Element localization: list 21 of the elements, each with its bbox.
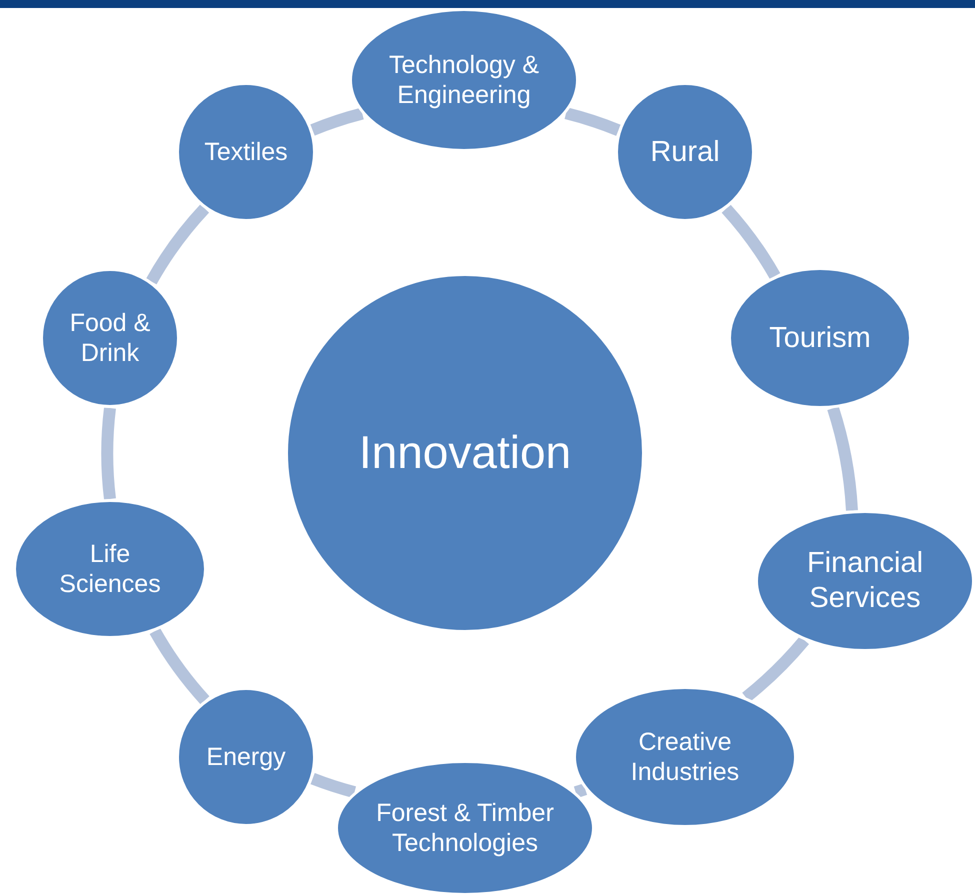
connector-arc <box>310 772 356 798</box>
node-label: Innovation <box>358 425 572 480</box>
connector-arc <box>742 636 809 702</box>
node-label: Textiles <box>204 137 288 167</box>
node-label: Tourism <box>769 320 871 356</box>
node-label: Food & Drink <box>68 308 152 368</box>
connector-arc <box>101 407 116 500</box>
node-label: Creative Industries <box>630 727 740 787</box>
connector-arc <box>310 108 364 136</box>
connector-arc <box>722 204 780 280</box>
node-label: Rural <box>650 134 720 170</box>
connector-arc <box>146 204 210 285</box>
node-label: Life Sciences <box>58 539 162 599</box>
node-label: Financial Services <box>806 546 924 616</box>
connector-arc <box>150 628 210 704</box>
node-label: Energy <box>206 742 286 772</box>
connector-arc <box>564 107 621 136</box>
connector-arc <box>827 406 858 511</box>
node-label: Technology & Engineering <box>388 50 540 110</box>
connector-arc <box>574 784 588 798</box>
node-label: Forest & Timber Technologies <box>375 798 555 858</box>
